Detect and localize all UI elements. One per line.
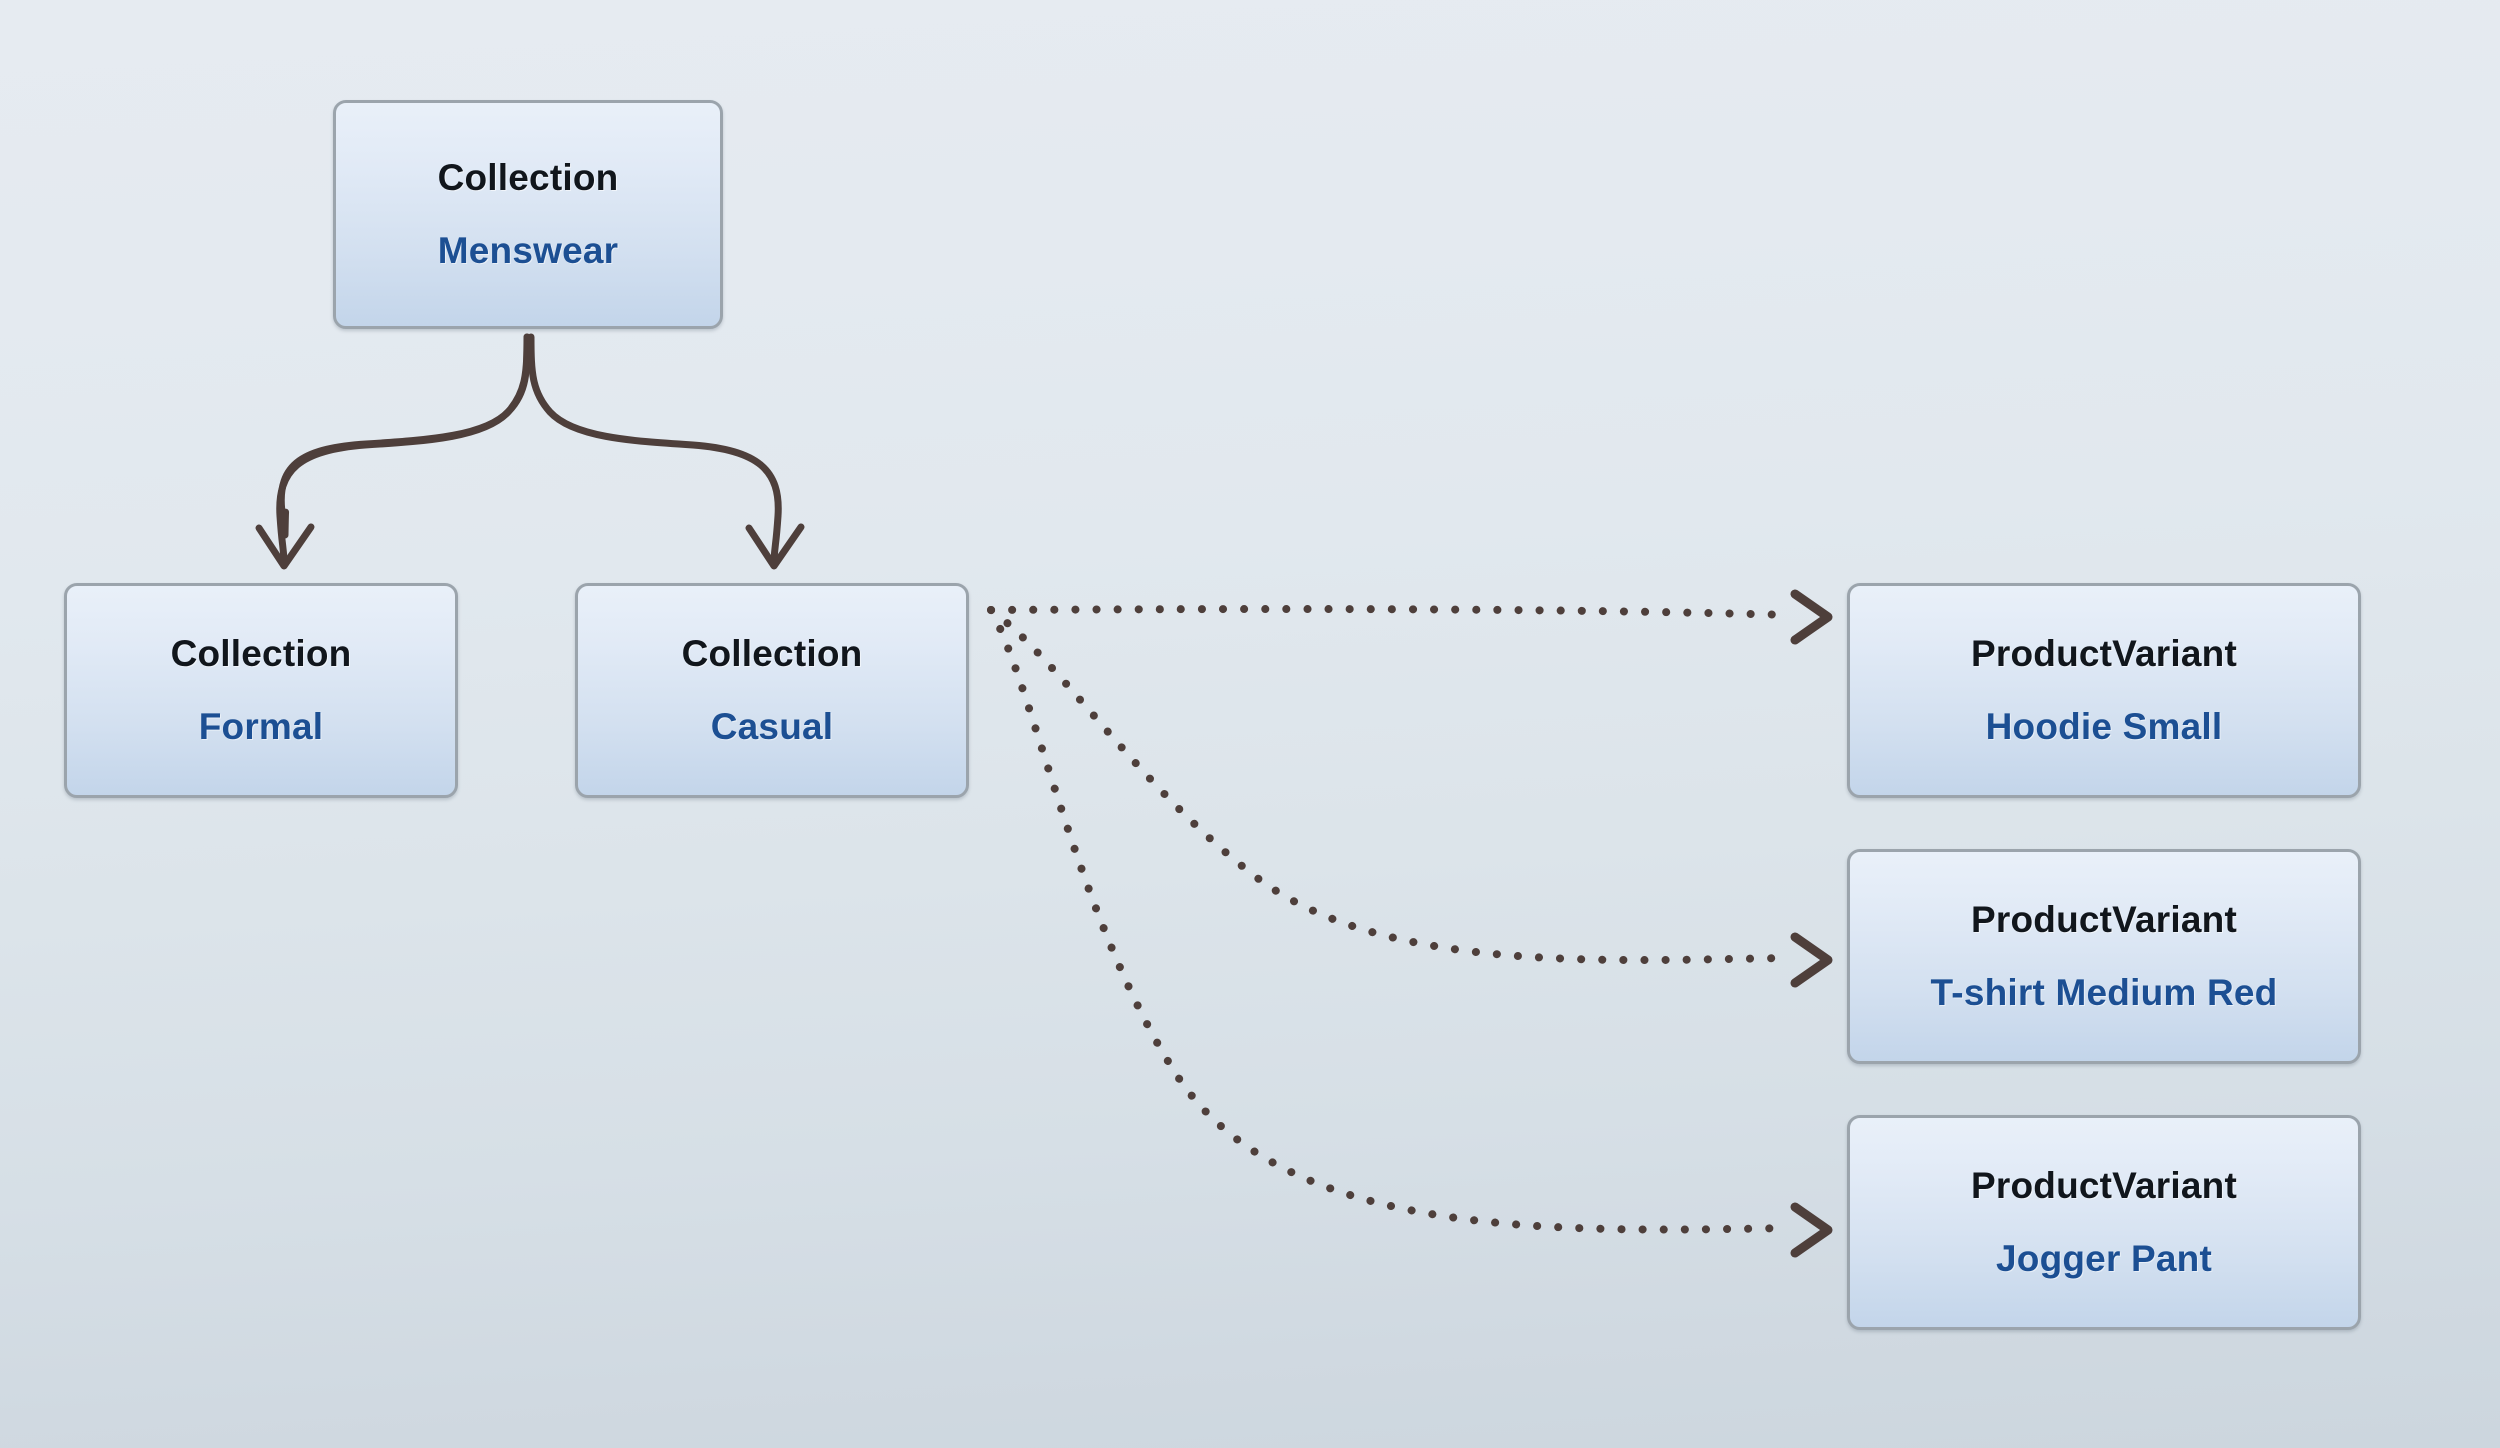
node-productvariant-tshirt-medium-red[interactable]: ProductVariant T-shirt Medium Red <box>1847 849 2361 1064</box>
node-type-label: Collection <box>170 632 352 674</box>
node-collection-casual[interactable]: Collection Casual <box>575 583 969 798</box>
node-type-label: Collection <box>437 156 619 198</box>
node-instance-label: Formal <box>198 705 324 747</box>
arrowhead-chevron <box>745 523 805 570</box>
node-collection-menswear[interactable]: Collection Menswear <box>333 100 723 329</box>
edge-menswear-to-casual <box>527 333 805 570</box>
edge-menswear-to-formal <box>255 333 531 570</box>
node-instance-label: Jogger Pant <box>1995 1237 2213 1279</box>
node-instance-label: Casual <box>710 705 834 747</box>
arrowhead-chevron <box>1790 932 1833 988</box>
node-productvariant-jogger-pant[interactable]: ProductVariant Jogger Pant <box>1847 1115 2361 1330</box>
node-type-label: ProductVariant <box>1971 1164 2237 1206</box>
node-instance-label: Hoodie Small <box>1985 705 2223 747</box>
node-type-label: ProductVariant <box>1971 898 2237 940</box>
node-productvariant-hoodie-small[interactable]: ProductVariant Hoodie Small <box>1847 583 2361 798</box>
edge-casual-to-variant-hoodie <box>987 589 1833 645</box>
arrowhead-chevron <box>1790 1202 1833 1258</box>
arrowhead-chevron <box>1790 589 1833 645</box>
node-collection-formal[interactable]: Collection Formal <box>64 583 458 798</box>
arrowhead-chevron <box>255 523 315 570</box>
node-instance-label: Menswear <box>437 229 619 271</box>
edge-casual-to-variant-jogger <box>987 606 1833 1258</box>
edge-casual-to-variant-tshirt <box>987 606 1833 988</box>
node-type-label: ProductVariant <box>1971 632 2237 674</box>
node-instance-label: T-shirt Medium Red <box>1930 971 2278 1013</box>
node-type-label: Collection <box>681 632 863 674</box>
